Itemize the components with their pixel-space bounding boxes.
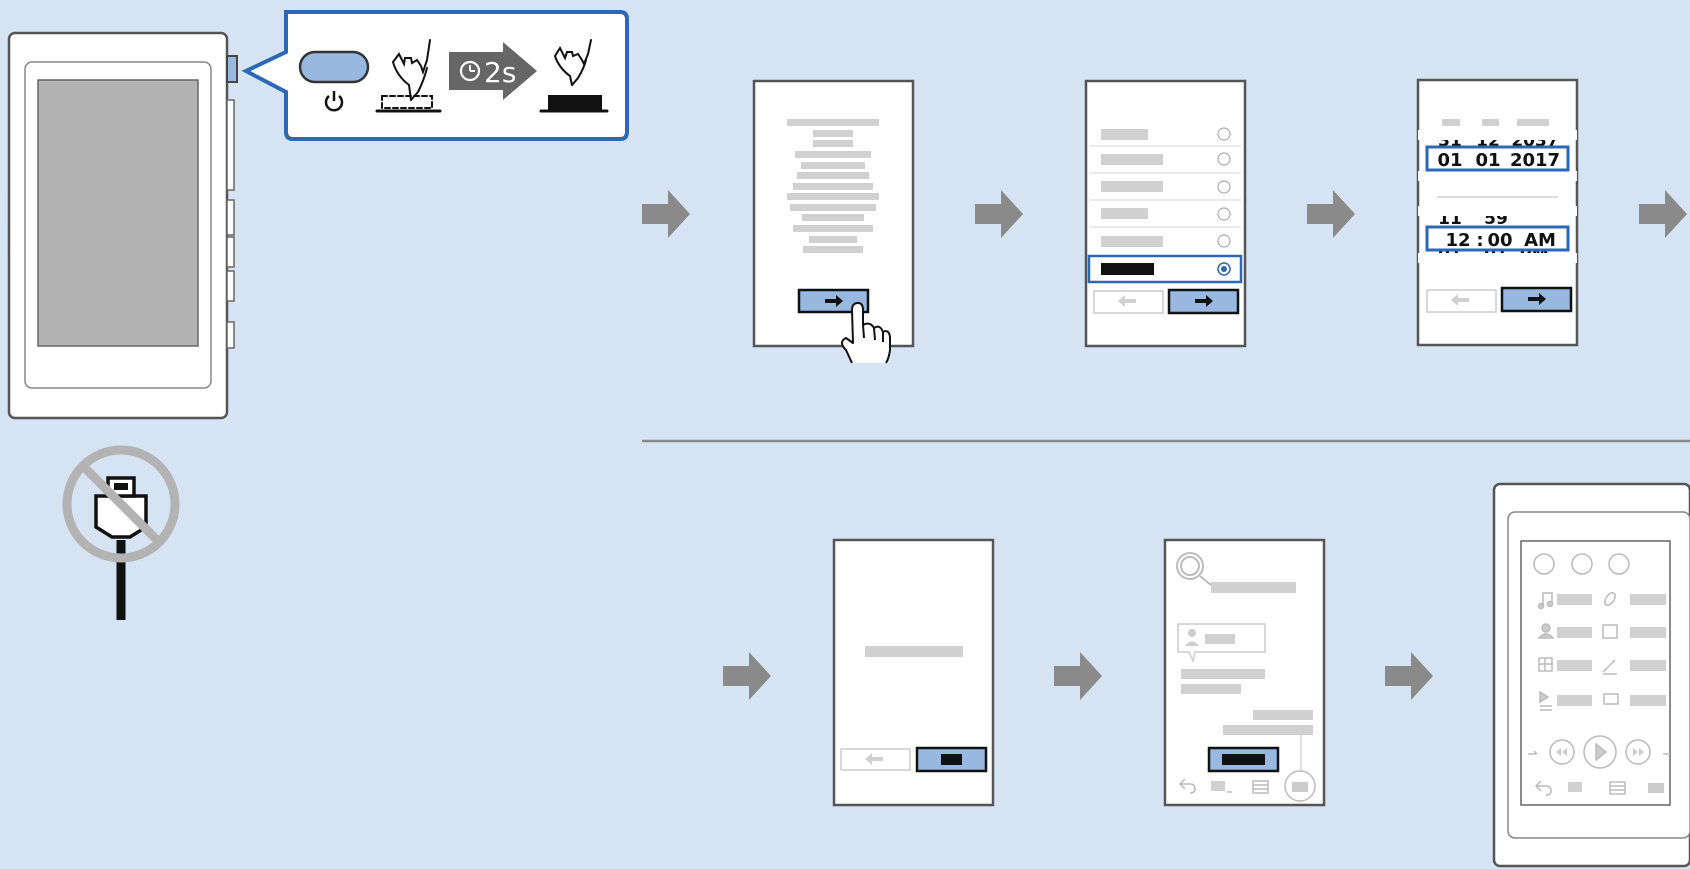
time-minute: 00	[1487, 230, 1512, 251]
back-icon	[1178, 778, 1196, 794]
no-usb-icon	[62, 445, 180, 620]
walkman-device	[7, 31, 238, 420]
date-selected-row[interactable]	[1425, 145, 1570, 172]
playlist-icon	[1539, 690, 1550, 704]
music-icon	[1542, 592, 1553, 606]
right-arrow-icon	[1528, 293, 1546, 305]
podcast-icon	[1604, 592, 1616, 606]
next-button-icon	[1625, 739, 1651, 765]
options-icon	[1284, 770, 1316, 802]
time-ampm: AM	[1524, 230, 1556, 251]
step-arrow-1	[642, 190, 690, 238]
tutorial-tooltip	[1177, 623, 1266, 664]
media-icon	[1211, 781, 1225, 791]
date-month: 01	[1475, 150, 1500, 171]
left-arrow-icon	[1118, 295, 1136, 307]
released-hand-icon	[539, 39, 609, 113]
timer-arrow: 2s	[449, 42, 537, 100]
date-year: 2017	[1510, 150, 1560, 171]
options-icon	[1648, 783, 1664, 793]
repeat-icon	[1528, 750, 1538, 755]
step-arrow-3	[1307, 190, 1355, 238]
time-selected-row[interactable]	[1425, 225, 1570, 252]
tapping-hand-icon	[841, 302, 891, 364]
play-button-icon	[1583, 735, 1617, 769]
step-arrows	[642, 190, 1687, 700]
left-arrow-icon	[865, 753, 883, 765]
step-arrow-6	[1054, 652, 1102, 700]
license-text-lines	[787, 119, 879, 253]
prev-button-icon	[1549, 739, 1575, 765]
radio-option[interactable]	[1217, 234, 1231, 248]
media-icon	[1568, 782, 1582, 792]
step-arrow-2	[975, 190, 1023, 238]
power-icon	[324, 91, 344, 112]
radio-option[interactable]	[1217, 152, 1231, 166]
list-icon	[1609, 781, 1626, 795]
screen-date-time: 31 12 2037 02 02 2018 11 59 01 01 PM 01 …	[1416, 78, 1579, 347]
clock-icon	[459, 60, 481, 82]
step-arrow-5	[723, 652, 771, 700]
list-icon	[1252, 780, 1269, 794]
screen-tutorial	[1163, 538, 1326, 807]
pressing-hand-icon	[375, 39, 442, 113]
radio-buttons	[1217, 127, 1231, 248]
album-icon	[1602, 624, 1618, 639]
hold-power-callout: 2s	[241, 10, 629, 141]
screen-home-device	[1492, 482, 1690, 868]
screen-confirmation	[832, 538, 995, 807]
home-menu-labels	[1557, 594, 1666, 706]
radio-option[interactable]	[1217, 180, 1231, 194]
step-arrow-4	[1639, 190, 1687, 238]
home-page-dots	[1533, 553, 1630, 575]
left-arrow-icon	[1451, 294, 1469, 306]
home-bottom-bar	[1534, 780, 1664, 796]
radio-icon	[1603, 693, 1619, 705]
back-icon	[1534, 780, 1552, 796]
home-menu-icons	[1537, 592, 1619, 711]
bottom-bar-icons	[1178, 770, 1316, 802]
power-button[interactable]	[226, 55, 238, 83]
pen-icon	[1602, 659, 1616, 673]
timer-label: 2s	[484, 56, 516, 89]
time-hour: 12	[1445, 230, 1470, 251]
radio-option[interactable]	[1217, 127, 1231, 141]
right-arrow-icon	[825, 295, 843, 307]
magnifier-icon	[1176, 552, 1212, 586]
date-day: 01	[1437, 150, 1462, 171]
person-icon	[1541, 623, 1551, 633]
screen-license-agreement	[752, 79, 915, 364]
screen-region-select	[1084, 79, 1247, 348]
time-separator: :	[1476, 230, 1483, 251]
radio-option[interactable]	[1217, 207, 1231, 221]
playback-controls	[1528, 735, 1670, 769]
right-arrow-icon	[1195, 295, 1213, 307]
step-arrow-7	[1385, 652, 1433, 700]
power-button-icon	[298, 50, 370, 84]
